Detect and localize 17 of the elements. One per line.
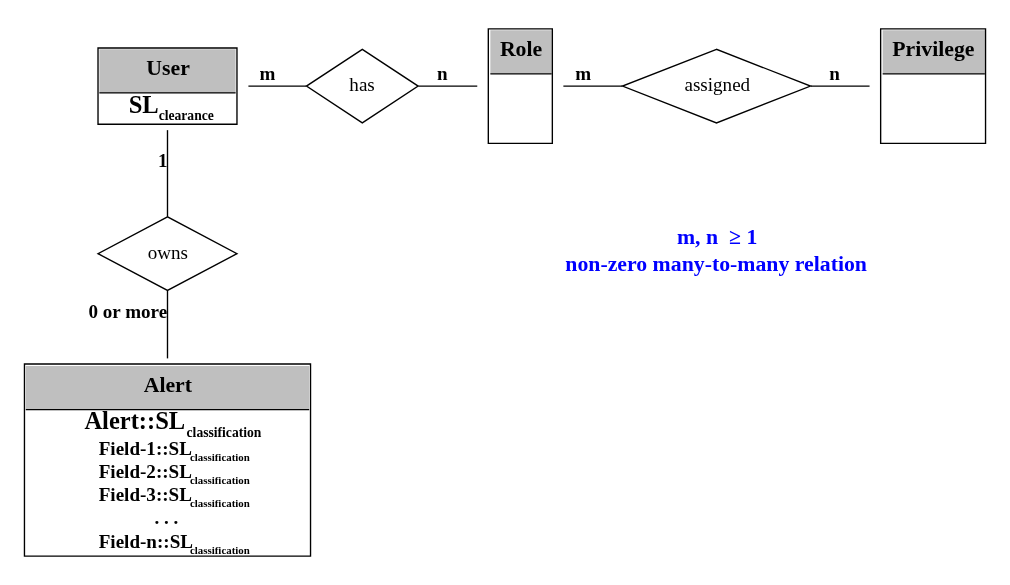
- edge-label: n: [436, 62, 448, 84]
- connector: [562, 85, 624, 87]
- connector: [166, 129, 169, 218]
- connector: [810, 85, 871, 87]
- node-diamond: assigned: [620, 48, 813, 124]
- connector: [247, 85, 307, 87]
- node-diamond: has: [305, 48, 420, 124]
- edge-label: m: [575, 62, 592, 84]
- edge-label: 0 or more: [88, 300, 168, 322]
- connector: [417, 85, 478, 87]
- label: m, n ≥ 1: [676, 224, 758, 249]
- connector: [166, 289, 169, 360]
- edge-label: n: [829, 62, 840, 84]
- node-diamond: owns: [96, 216, 239, 292]
- edge-label: m: [259, 62, 276, 84]
- edge-label: 1: [157, 149, 168, 171]
- label: non-zero many-to-many relation: [565, 252, 867, 277]
